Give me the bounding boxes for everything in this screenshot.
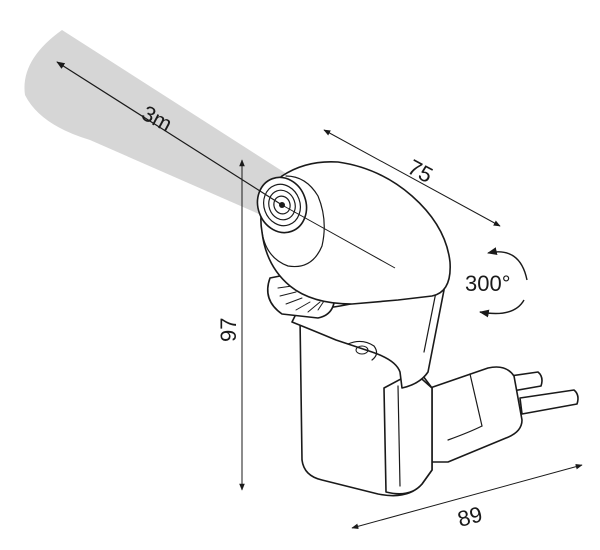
plug-body bbox=[429, 366, 523, 463]
light-beam bbox=[24, 30, 291, 218]
depth-dimension bbox=[323, 129, 501, 227]
depth-label: 75 bbox=[404, 154, 437, 188]
height-label: 97 bbox=[216, 318, 241, 342]
width-dimension bbox=[351, 463, 583, 530]
rotation-arrow bbox=[479, 247, 528, 318]
width-label: 89 bbox=[455, 501, 485, 531]
rotation-label: 300° bbox=[465, 271, 511, 296]
